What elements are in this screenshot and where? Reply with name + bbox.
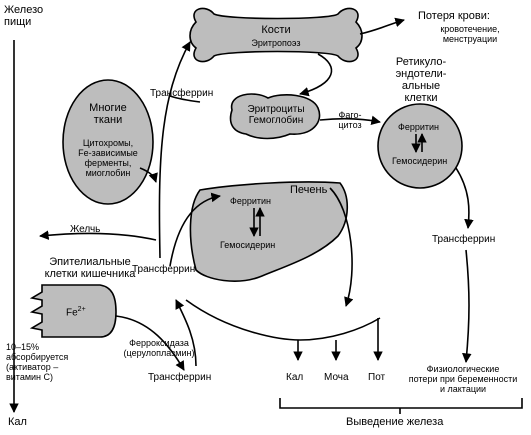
many-tissues-shape [62,79,154,205]
ferroxidase-label: Ферроксидаза (церулоплазмин) [123,338,195,358]
arrow-liver-to-bile [39,230,157,241]
bones-label: Кости [261,24,291,36]
food-iron-label: Железо пищи [4,4,44,28]
bone-shape [189,7,363,63]
liver-label: Печень [290,184,328,196]
blood-loss-title: Потеря крови: [418,10,490,22]
liver-hemosiderin-label: Гемосидерин [220,240,276,250]
arrow-bone-to-blood-loss [359,17,405,35]
arrow-transferrin-to-physio [462,249,472,363]
arrow-phagocytosis [319,115,381,126]
arrow-transferrin-bottom-up [175,299,197,367]
reticulo-cells-shape [377,103,463,189]
reticulo-hemosiderin-label: Гемосидерин [392,156,448,166]
arrow-circuit-to-outputs [185,299,381,341]
arrow-intestine-to-transferrin [115,315,185,371]
fe2-symbol: Fe [66,307,78,319]
arrow-liver-to-feces [329,187,354,307]
feces-left-label: Кал [8,416,27,428]
many-tissues-title: Многие ткани [89,102,127,126]
out-feces-label: Кал [286,372,304,383]
excretion-bracket [279,398,523,414]
arrow-transferrin-to-liver [169,192,221,267]
intestinal-cell-shape [29,284,117,338]
arrow-transferrin-to-bone [158,41,191,259]
out-physio-label: Физиологические потери при беременности … [408,364,518,394]
arrow-reticulo-to-transferrin [455,167,474,229]
intestinal-cells-label: Эпителиальные клетки кишечника [44,256,136,280]
iron-excretion-label: Выведение железа [346,416,444,428]
out-urine-label: Моча [324,372,349,383]
erythropoiesis-label: Эритропоэз [251,38,301,48]
transferrin-bottom-label: Трансферрин [148,372,212,383]
erythrocytes-shape [229,93,321,140]
blood-loss-detail: кровотечение, менструации [440,24,500,44]
transferrin-right-label: Трансферрин [432,234,496,245]
erythrocytes-label: Эритроциты Гемоглобин [247,104,305,126]
absorption-label: 10–15% абсорбируется (активатор – витами… [6,342,69,382]
transferrin-top-label: Трансферрин [150,88,214,99]
many-tissues-detail: Цитохромы, Fe-зависимые ферменты, миогло… [78,138,138,178]
arrow-transferrin-to-tissues [169,95,201,103]
reticulo-cells-title: Ретикуло- эндотели- альные клетки [395,56,447,104]
reticulo-ferritin-label: Ферритин [398,122,440,132]
phagocytosis-label: Фаго- цитоз [338,110,362,130]
arrow-bone-to-erythrocytes [299,53,333,97]
liver-shape [189,181,349,282]
liver-ferritin-label: Ферритин [230,196,272,206]
arrow-tissues-to-transferrin [139,167,158,183]
out-sweat-label: Пот [368,372,386,383]
bile-label: Желчь [70,224,101,235]
fe2-charge: 2+ [77,306,86,313]
transferrin-mid-label: Трансферрин [132,264,196,275]
fe2-label: Fe2+ [66,304,86,318]
